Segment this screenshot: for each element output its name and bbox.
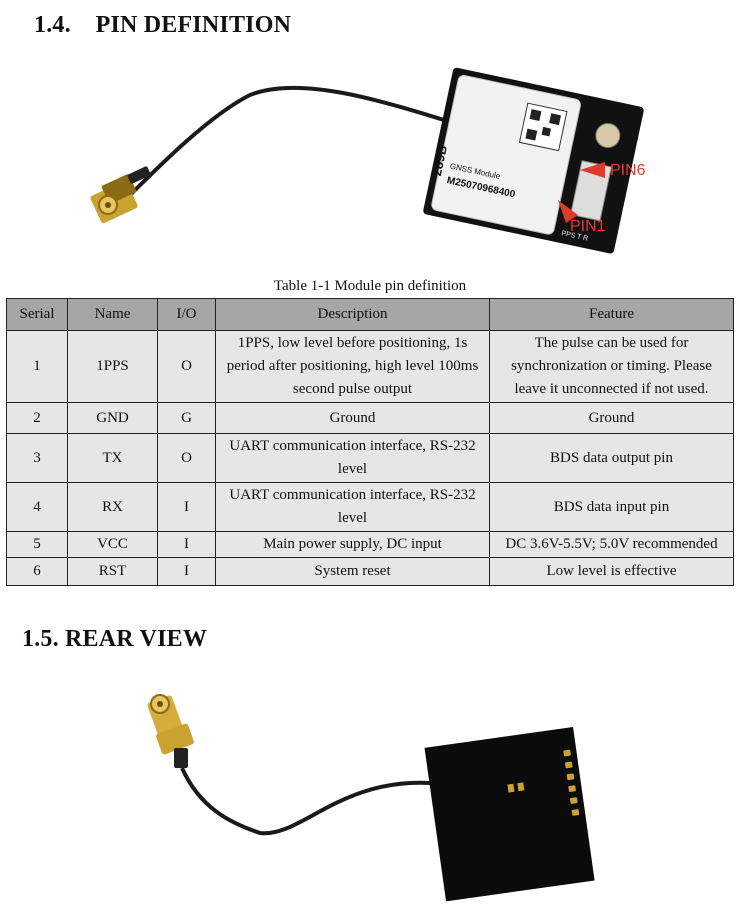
section-number: 1.5.: [22, 626, 59, 652]
pin-definition-table: Serial Name I/O Description Feature 1 1P…: [6, 298, 734, 586]
cell-description: UART communication interface, RS-232 lev…: [215, 482, 490, 532]
cell-serial: 2: [6, 402, 68, 434]
cell-io: I: [157, 482, 216, 532]
cell-feature: DC 3.6V-5.5V; 5.0V recommended: [489, 531, 734, 558]
cell-feature: Ground: [489, 402, 734, 434]
pin6-label: PIN6: [610, 162, 646, 179]
module-front-photo: 289B GNSS Module M25070968400 PPS T R PI…: [90, 67, 646, 254]
table-row: 4 RX I UART communication interface, RS-…: [6, 482, 734, 532]
header-feature: Feature: [489, 298, 734, 331]
header-serial: Serial: [6, 298, 68, 331]
cell-description: UART communication interface, RS-232 lev…: [215, 433, 490, 483]
cell-name: GND: [67, 402, 158, 434]
pin1-label: PIN1: [570, 218, 606, 235]
cell-serial: 6: [6, 557, 68, 586]
cell-serial: 1: [6, 330, 68, 403]
table-caption: Table 1-1 Module pin definition: [273, 278, 467, 294]
sma-connector: [90, 166, 151, 224]
table-row: 6 RST I System reset Low level is effect…: [6, 557, 734, 586]
table-header-row: Serial Name I/O Description Feature: [6, 298, 734, 331]
module-board-rear: [424, 726, 595, 902]
cell-io: O: [157, 433, 216, 483]
sma-connector: [147, 694, 194, 768]
qr-code: [518, 102, 568, 152]
table-row: 5 VCC I Main power supply, DC input DC 3…: [6, 531, 734, 558]
cell-serial: 3: [6, 433, 68, 483]
cell-description: Ground: [215, 402, 490, 434]
cell-description: 1PPS, low level before positioning, 1s p…: [215, 330, 490, 403]
cell-description: System reset: [215, 557, 490, 586]
antenna-cable: [118, 85, 461, 207]
cell-io: I: [157, 531, 216, 558]
gnss-module-board: 289B GNSS Module M25070968400 PPS T R: [423, 67, 644, 254]
cell-feature: Low level is effective: [489, 557, 734, 586]
table-row: 2 GND G Ground Ground: [6, 402, 734, 434]
pin1-arrow-icon: [558, 200, 578, 223]
cell-feature: BDS data input pin: [489, 482, 734, 532]
section-title: REAR VIEW: [65, 626, 208, 652]
cell-name: RST: [67, 557, 158, 586]
section-number: 1.4.: [34, 12, 71, 38]
cell-io: I: [157, 557, 216, 586]
cell-description: Main power supply, DC input: [215, 531, 490, 558]
section-heading-rear-view: 1.5. REAR VIEW: [22, 626, 207, 653]
section-heading-pin-definition: 1.4. PIN DEFINITION: [34, 12, 291, 39]
pin6-arrow-icon: [580, 162, 605, 178]
cell-name: RX: [67, 482, 158, 532]
cell-serial: 5: [6, 531, 68, 558]
module-model-text: 289B: [429, 144, 450, 178]
cell-feature: BDS data output pin: [489, 433, 734, 483]
cell-serial: 4: [6, 482, 68, 532]
table-row: 1 1PPS O 1PPS, low level before position…: [6, 330, 734, 403]
cell-io: O: [157, 330, 216, 403]
header-name: Name: [67, 298, 158, 331]
cell-name: TX: [67, 433, 158, 483]
cell-name: 1PPS: [67, 330, 158, 403]
header-description: Description: [215, 298, 490, 331]
module-rear-photo: [147, 694, 595, 902]
header-io: I/O: [157, 298, 216, 331]
cell-io: G: [157, 402, 216, 434]
table-row: 3 TX O UART communication interface, RS-…: [6, 433, 734, 483]
section-title: PIN DEFINITION: [95, 12, 292, 38]
cell-name: VCC: [67, 531, 158, 558]
cell-feature: The pulse can be used for synchronizatio…: [489, 330, 734, 403]
